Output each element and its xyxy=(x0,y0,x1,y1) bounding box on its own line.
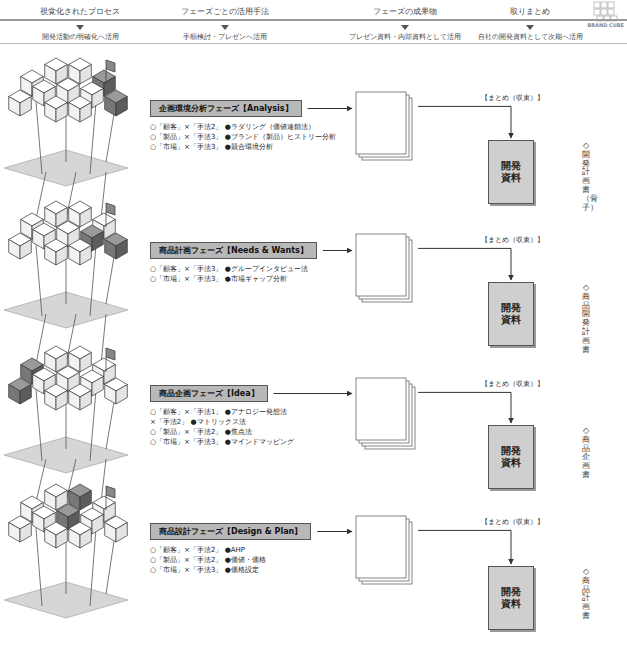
cube xyxy=(69,384,92,410)
cube xyxy=(45,96,68,122)
column-heading: 取りまとめ xyxy=(510,7,550,17)
phase-title: 商品計画フェーズ【Needs & Wants】 xyxy=(150,242,317,259)
summary-label: 【まとめ（収束）】 xyxy=(479,380,546,388)
document-box: 開発資料 xyxy=(488,566,534,630)
summary-arrow xyxy=(418,392,511,423)
flag xyxy=(106,203,115,227)
page-stack xyxy=(356,378,406,440)
method-item: ×「手法2」 ●マトリックス法 xyxy=(150,417,294,427)
method-item: ○「製品」×「手法3」 ●ブランド（製品）ヒストリー分析 xyxy=(150,132,336,142)
document-box: 開発資料 xyxy=(488,140,534,204)
phase-title: 商品企画フェーズ【Idea】 xyxy=(150,385,268,402)
page-stack xyxy=(356,234,406,296)
flow-arrow xyxy=(308,108,352,109)
flow-arrow xyxy=(274,393,352,394)
cube xyxy=(105,516,128,542)
method-item: ○「製品」×「手法2」 ●価値・価格 xyxy=(150,555,311,565)
phase-title: 商品設計フェーズ【Design & Plan】 xyxy=(150,523,311,540)
phase-title: 企画環境分析フェーズ【Analysis】 xyxy=(150,100,302,117)
column-note: 自社の開発資料として次期へ活用 xyxy=(478,33,583,41)
column-heading: フェーズの成果物 xyxy=(373,7,437,17)
cube xyxy=(9,516,32,542)
method-item: ○「顧客」×「手法2」 ●AHP xyxy=(150,545,311,555)
document-box: 開発資料 xyxy=(488,425,534,489)
flow-arrow xyxy=(323,250,352,251)
thread-line xyxy=(101,172,106,219)
method-item: ○「顧客」×「手法3」 ●グループインタビュー法 xyxy=(150,264,317,274)
method-item: ○「市場」×「手法3」 ●マインドマッピング xyxy=(150,437,294,447)
cube xyxy=(105,90,128,116)
thread-line xyxy=(36,528,42,606)
page-stack xyxy=(356,92,406,154)
document-title: 開発資料 xyxy=(500,445,522,470)
summary-label: 【まとめ（収束）】 xyxy=(479,518,546,526)
cube xyxy=(69,239,92,265)
method-item: ○「市場」×「手法3」 ●市場ギャップ分析 xyxy=(150,274,317,284)
summary-arrow xyxy=(418,248,511,280)
thread-line xyxy=(36,102,42,174)
method-item: ○「市場」×「手法3」 ●競合環境分析 xyxy=(150,142,336,152)
thread-line xyxy=(36,245,42,316)
thread-line xyxy=(101,459,106,502)
method-item: ○「市場」×「手法3」 ●価格設定 xyxy=(150,565,311,575)
output-name: ◇商品企画書 xyxy=(582,427,590,480)
method-item: ○「顧客」×「手法2」 ●ラダリング（価値連鎖法） xyxy=(150,122,336,132)
thread-line xyxy=(101,314,106,364)
flag xyxy=(106,486,115,510)
document-title: 開発資料 xyxy=(500,160,522,185)
page-stack xyxy=(356,516,406,578)
flag xyxy=(106,348,115,372)
column-heading: フェーズごとの活用手法 xyxy=(181,7,269,17)
down-marks xyxy=(76,25,534,30)
summary-arrow xyxy=(418,530,511,564)
phase-box: 商品計画フェーズ【Needs & Wants】 ○「顧客」×「手法3」 ●グループ… xyxy=(150,238,317,284)
document-title: 開発資料 xyxy=(500,302,522,327)
column-heading: 視覚化されたプロセス xyxy=(40,7,120,17)
flag xyxy=(106,60,115,84)
column-note: プレゼン資料・内部資料として活用 xyxy=(349,33,461,41)
cube xyxy=(9,90,32,116)
cube xyxy=(9,378,32,404)
cube xyxy=(69,522,92,548)
thread-line xyxy=(36,390,42,461)
cube xyxy=(45,239,68,265)
flow-arrow xyxy=(317,531,352,532)
cube xyxy=(69,96,92,122)
logo-cube xyxy=(594,2,617,21)
phase-box: 商品企画フェーズ【Idea】 ○「顧客」×「手法1」 ●アナロジー発想法×「手法2… xyxy=(150,381,294,448)
summary-label: 【まとめ（収束）】 xyxy=(479,94,546,102)
cube xyxy=(45,522,68,548)
column-note: 開発活動の明確化へ活用 xyxy=(42,33,119,41)
phase-box: 商品設計フェーズ【Design & Plan】○「顧客」×「手法2」 ●AHP○… xyxy=(150,519,311,575)
cube xyxy=(105,378,128,404)
output-name: ◇開発計画書（骨子） xyxy=(582,142,590,212)
header-rule xyxy=(0,19,627,21)
summary-arrow xyxy=(418,106,511,138)
cube xyxy=(9,233,32,259)
document-title: 開発資料 xyxy=(500,586,522,611)
output-name: ◇商品計画書 xyxy=(582,568,590,621)
method-item: ○「製品」×「手法2」 ●焦点法 xyxy=(150,427,294,437)
logo-text: BRAND CUBE xyxy=(587,22,624,28)
cube xyxy=(45,384,68,410)
phase-box: 企画環境分析フェーズ【Analysis】 ○「顧客」×「手法2」 ●ラダリング（価… xyxy=(150,96,336,152)
header-rule xyxy=(0,43,627,44)
column-note: 手順検討・プレゼンへ活用 xyxy=(183,33,267,41)
summary-label: 【まとめ（収束）】 xyxy=(479,236,546,244)
output-name: ◇商品開発計画書 xyxy=(582,284,590,354)
document-box: 開発資料 xyxy=(488,282,534,346)
method-item: ○「顧客」×「手法1」 ●アナロジー発想法 xyxy=(150,407,294,417)
cube xyxy=(105,233,128,259)
